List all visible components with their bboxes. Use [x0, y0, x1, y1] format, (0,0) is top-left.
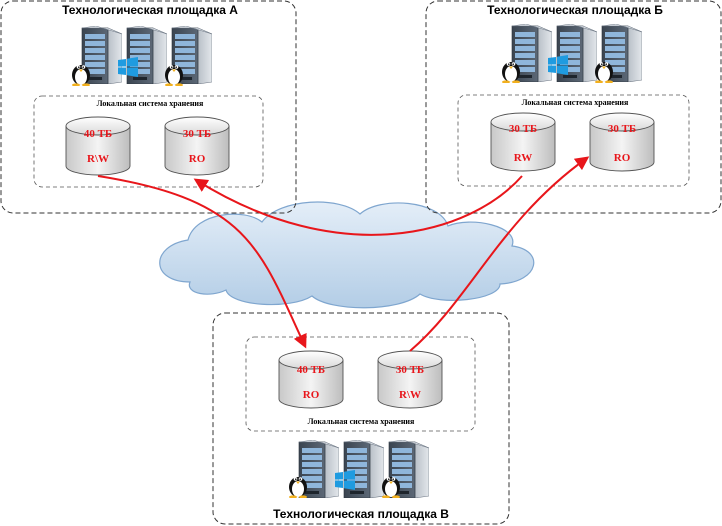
- site-a-border: [0, 0, 297, 214]
- site-v-border: [212, 312, 510, 525]
- disk-capacity: 30 ТБ: [396, 364, 424, 376]
- storage-frame: [457, 94, 690, 187]
- storage-title: Локальная система хранения: [308, 417, 415, 426]
- site-a-title: Технологическая площадка А: [62, 3, 238, 17]
- storage-disk-icon: 30 ТБ RW: [490, 112, 556, 172]
- site-b-border: [425, 0, 722, 214]
- storage-title: Локальная система хранения: [522, 98, 629, 107]
- disk-mode: RW: [514, 152, 533, 164]
- disk-capacity: 30 ТБ: [608, 123, 636, 135]
- replication-arrows: [97, 156, 590, 352]
- storage-frame: [245, 336, 476, 432]
- site-v: 40 ТБ RO 30 ТБ R\W Локальная система хра…: [212, 312, 510, 525]
- disk-mode: R\W: [87, 153, 109, 165]
- storage-disk-icon: 40 ТБ RO: [278, 350, 344, 409]
- storage-disk-icon: 30 ТБ RO: [589, 112, 655, 172]
- site-v-storage: 40 ТБ RO 30 ТБ R\W Локальная система хра…: [245, 336, 476, 432]
- disk-mode: RO: [614, 152, 631, 164]
- storage-disk-icon: 30 ТБ RO: [164, 116, 230, 176]
- disk-capacity: 30 ТБ: [509, 123, 537, 135]
- disk-capacity: 40 ТБ: [297, 364, 325, 376]
- site-a-servers: [72, 26, 212, 86]
- replication-arrow: [193, 175, 523, 236]
- site-b-servers: [502, 24, 642, 83]
- site-v-servers: [289, 440, 429, 498]
- site-a: Технологическая площадка А Локальная сис…: [0, 0, 297, 214]
- storage-disk-icon: 30 ТБ R\W: [377, 350, 443, 409]
- disk-capacity: 40 ТБ: [84, 128, 112, 140]
- storage-frame: [33, 95, 264, 188]
- disk-mode: R\W: [399, 389, 421, 401]
- site-b-storage: Локальная система хранения 30 ТБ RW 30 Т…: [457, 94, 690, 187]
- replication-arrow: [409, 156, 590, 352]
- storage-disk-icon: 40 ТБ R\W: [65, 116, 131, 176]
- site-b: Технологическая площадка Б Локальная сис…: [425, 0, 722, 214]
- disk-mode: RO: [303, 389, 320, 401]
- storage-title: Локальная система хранения: [97, 99, 204, 108]
- replication-arrow: [97, 175, 307, 349]
- site-v-title: Технологическая площадка В: [273, 507, 449, 521]
- network-cloud-icon: [159, 201, 535, 309]
- disk-capacity: 30 ТБ: [183, 128, 211, 140]
- site-a-storage: Локальная система хранения 40 ТБ R\W 30 …: [33, 95, 264, 188]
- disk-mode: RO: [189, 153, 206, 165]
- server-rack-icon: [343, 440, 384, 498]
- site-b-title: Технологическая площадка Б: [487, 3, 663, 17]
